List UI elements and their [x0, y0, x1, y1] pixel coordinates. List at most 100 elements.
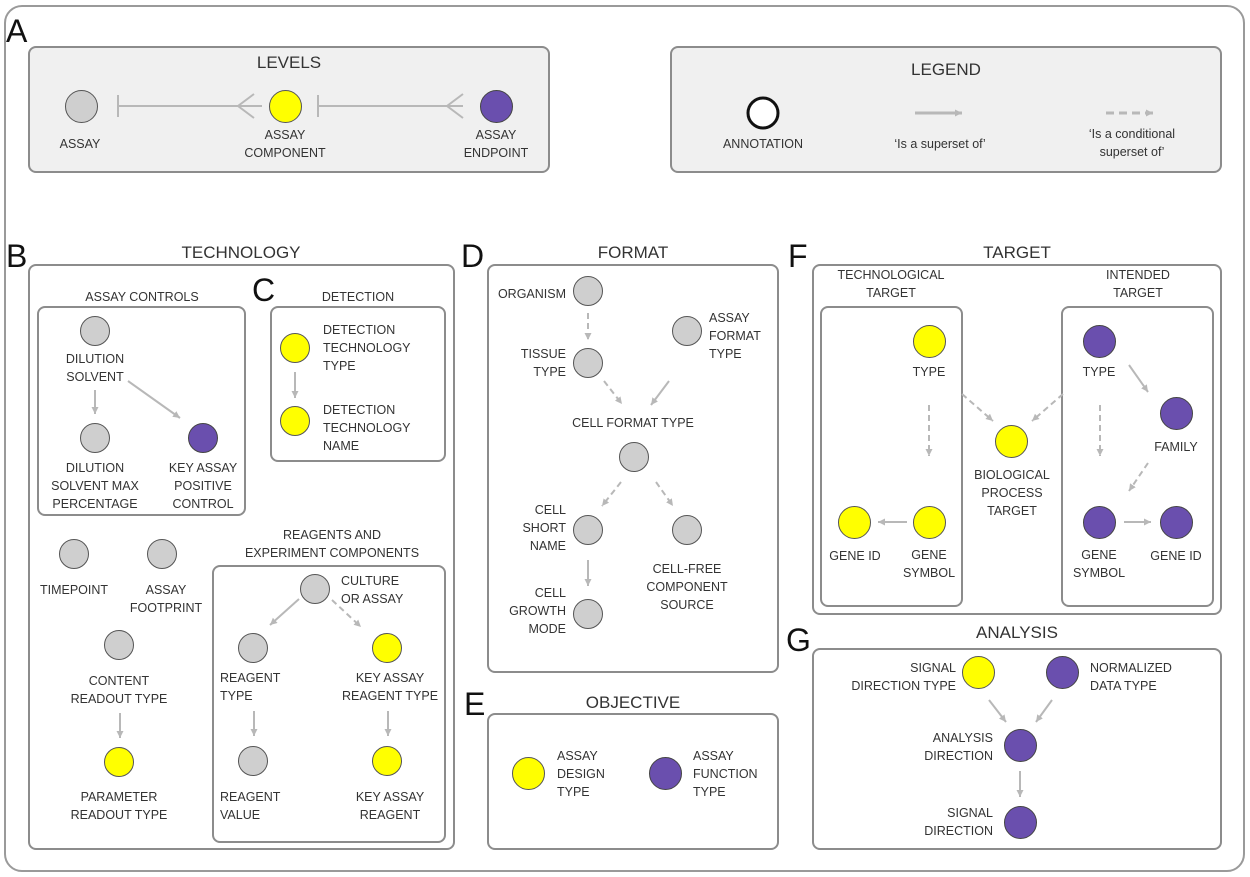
design-type-label: ASSAY DESIGN TYPE [557, 749, 605, 799]
dilution-solvent-max-node [80, 423, 110, 453]
dilution-solvent-max-label: DILUTION SOLVENT MAX PERCENTAGE [51, 461, 139, 511]
parameter-readout-label: PARAMETER READOUT TYPE [70, 790, 168, 822]
int-family-node [1160, 397, 1193, 430]
assay-controls-box [37, 306, 246, 516]
content-readout-label: CONTENT READOUT TYPE [70, 674, 168, 706]
tech-gene-id-label: GENE ID [829, 549, 881, 563]
legend-superset-label: ‘Is a superset of’ [894, 137, 986, 151]
key-reagent-label: KEY ASSAY REAGENT [355, 790, 425, 822]
tech-gene-id-node [838, 506, 871, 539]
cell-short-name-node [573, 515, 603, 545]
arrow-inttype-to-bioprocess [1031, 393, 1064, 422]
int-gene-symbol-label: GENE SYMBOL [1072, 548, 1126, 580]
design-type-node [512, 757, 545, 790]
bio-process-node [995, 425, 1028, 458]
detection-type-label: DETECTION TECHNOLOGY TYPE [323, 323, 411, 373]
detection-title: DETECTION [321, 290, 395, 304]
footprint-label: ASSAY FOOTPRINT [129, 583, 203, 615]
dilution-solvent-label: DILUTION SOLVENT [65, 352, 125, 384]
bio-process-label: BIOLOGICAL PROCESS TARGET [974, 468, 1050, 518]
key-reagent-node [372, 746, 402, 776]
level-component-node [269, 90, 302, 123]
key-reagent-type-label: KEY ASSAY REAGENT TYPE [341, 671, 439, 703]
arrow-normalized-to-analysis [1035, 699, 1053, 723]
int-gene-id-label: GENE ID [1150, 549, 1202, 563]
legend-annotation-circle [746, 96, 780, 130]
int-family-label: FAMILY [1154, 440, 1198, 454]
culture-or-assay-node [300, 574, 330, 604]
signal-dir-label: SIGNAL DIRECTION [924, 806, 993, 838]
format-title: FORMAT [597, 243, 669, 262]
cell-growth-mode-label: CELL GROWTH MODE [509, 586, 566, 636]
level-assay-label: ASSAY [59, 137, 101, 151]
normalized-node [1046, 656, 1079, 689]
legend-title: LEGEND [911, 60, 981, 79]
culture-or-assay-label: CULTURE OR ASSAY [341, 574, 404, 606]
cell-free-label: CELL-FREE COMPONENT SOURCE [646, 562, 728, 612]
int-gene-symbol-node [1083, 506, 1116, 539]
level-connector-1 [117, 93, 262, 119]
figure-frame [4, 5, 1245, 872]
level-endpoint-node [480, 90, 513, 123]
arrow-techtype-to-bioprocess [961, 393, 994, 422]
cell-free-node [672, 515, 702, 545]
arrow-cellformat-to-cellfree [655, 481, 674, 507]
assay-controls-title: ASSAY CONTROLS [85, 290, 199, 304]
detection-name-node [280, 406, 310, 436]
arrow-signaltype-to-analysis [988, 699, 1007, 723]
parameter-readout-node [104, 747, 134, 777]
signal-dir-node [1004, 806, 1037, 839]
key-reagent-type-node [372, 633, 402, 663]
analysis-dir-node [1004, 729, 1037, 762]
cell-format-type-node [619, 442, 649, 472]
signal-dir-type-label: SIGNAL DIRECTION TYPE [851, 661, 956, 693]
reagents-title: REAGENTS AND EXPERIMENT COMPONENTS [244, 528, 420, 560]
arrow-culture-to-key-reagent-type [331, 599, 362, 628]
organism-node [573, 276, 603, 306]
panel-letter-a: A [6, 13, 28, 49]
organism-label: ORGANISM [497, 287, 566, 301]
level-assay-node [65, 90, 98, 123]
key-positive-control-label: KEY ASSAY POSITIVE CONTROL [168, 461, 238, 511]
arrow-cellformat-to-shortname [601, 481, 622, 507]
arrow-culture-to-reagent-type [269, 598, 300, 626]
panel-letter-g: G [786, 622, 811, 658]
analysis-title: ANALYSIS [976, 623, 1058, 642]
dilution-solvent-node [80, 316, 110, 346]
int-type-label: TYPE [1082, 365, 1116, 379]
key-positive-control-node [188, 423, 218, 453]
tech-gene-symbol-label: GENE SYMBOL [902, 548, 956, 580]
tissue-type-label: TISSUE TYPE [520, 347, 566, 379]
legend-conditional-label: ‘Is a conditional superset of’ [1088, 127, 1176, 159]
arrow-assayformat-to-cellformat [650, 380, 670, 406]
timepoint-node [59, 539, 89, 569]
footprint-node [147, 539, 177, 569]
tissue-type-node [573, 348, 603, 378]
levels-title: LEVELS [256, 53, 322, 72]
detection-type-node [280, 333, 310, 363]
target-title: TARGET [983, 243, 1051, 262]
content-readout-node [104, 630, 134, 660]
arrow-inttype-to-family [1128, 364, 1149, 393]
panel-letter-e: E [464, 686, 486, 722]
signal-dir-type-node [962, 656, 995, 689]
panel-letter-d: D [461, 238, 485, 274]
normalized-label: NORMALIZED DATA TYPE [1090, 661, 1172, 693]
int-type-node [1083, 325, 1116, 358]
tech-gene-symbol-node [913, 506, 946, 539]
arrow-family-to-genesymbol [1128, 462, 1149, 492]
intended-target-box [1061, 306, 1214, 607]
cell-short-name-label: CELL SHORT NAME [522, 503, 566, 553]
assay-format-type-node [672, 316, 702, 346]
arrow-tissue-to-cellformat [603, 380, 623, 405]
tech-type-label: TYPE [912, 365, 946, 379]
function-type-label: ASSAY FUNCTION TYPE [693, 749, 758, 799]
cell-format-type-label: CELL FORMAT TYPE [572, 416, 694, 430]
level-component-label: ASSAY COMPONENT [244, 128, 326, 160]
legend-annotation-label: ANNOTATION [722, 137, 804, 151]
reagent-value-label: REAGENT VALUE [220, 790, 281, 822]
tech-target-box [820, 306, 963, 607]
reagent-type-label: REAGENT TYPE [220, 671, 281, 703]
panel-letter-c: C [252, 272, 276, 308]
